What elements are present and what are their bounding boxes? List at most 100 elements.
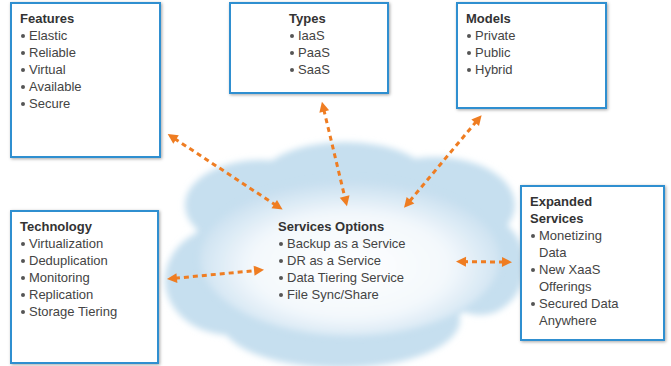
- bullet-dot: [290, 34, 294, 38]
- bullet-item: PaaS: [289, 44, 379, 61]
- bullet-text: File Sync/Share: [287, 286, 442, 303]
- bullet-item: Replication: [20, 286, 149, 303]
- arrow-head: [502, 257, 512, 267]
- dashed-line: [464, 260, 504, 263]
- box-heading: Types: [289, 10, 379, 27]
- bullet-text: Virtual: [29, 61, 151, 78]
- bullet-dot: [290, 68, 294, 72]
- bullet-item: Virtualization: [20, 235, 149, 252]
- bullet-text: SaaS: [298, 61, 379, 78]
- bullet-text: Storage Tiering: [29, 303, 149, 320]
- bullet-text: Data Tiering Service: [287, 269, 442, 286]
- category-box: TechnologyVirtualizationDeduplicationMon…: [10, 210, 159, 364]
- bullet-text: Elastic: [29, 27, 151, 44]
- dashed-line: [409, 121, 476, 201]
- bullet-item: Storage Tiering: [20, 303, 149, 320]
- bullet-item: Hybrid: [466, 61, 597, 78]
- bullet-text: Secure: [29, 95, 151, 112]
- box-heading: Technology: [20, 218, 149, 235]
- bullet-dot: [279, 242, 283, 246]
- bullet-dot: [21, 259, 25, 263]
- bullet-text: Deduplication: [29, 252, 149, 269]
- arrow-head: [471, 115, 481, 126]
- bullet-text: Available: [29, 78, 151, 95]
- bullet-dot: [21, 34, 25, 38]
- arrow-head: [340, 195, 350, 206]
- bullet-item: Monetizing Data: [530, 227, 655, 261]
- bullet-dot: [531, 268, 535, 272]
- dashed-connector: [167, 266, 264, 283]
- bullet-item: New XaaS Offerings: [530, 261, 655, 295]
- bullet-item: Backup as a Service: [278, 235, 442, 252]
- bullet-dot: [467, 34, 471, 38]
- bullet-dot: [279, 276, 283, 280]
- bullet-text: Replication: [29, 286, 149, 303]
- bullet-text: Public: [475, 44, 597, 61]
- dashed-connector: [168, 134, 283, 210]
- bullet-dot: [21, 85, 25, 89]
- bullet-text: DR as a Service: [287, 252, 442, 269]
- dashed-connector: [319, 102, 349, 206]
- arrow-head: [271, 200, 282, 210]
- bullet-text: Monetizing Data: [539, 227, 631, 261]
- dashed-line: [174, 138, 276, 205]
- box-heading: Models: [466, 10, 597, 27]
- dashed-line: [324, 110, 345, 199]
- category-box: FeaturesElasticReliableVirtualAvailableS…: [10, 2, 161, 158]
- box-heading: Expanded Services: [530, 193, 622, 227]
- box-heading: Services Options: [278, 218, 442, 235]
- bullet-dot: [21, 51, 25, 55]
- bullet-item: Secured Data Anywhere: [530, 295, 655, 329]
- bullet-dot: [467, 68, 471, 72]
- bullet-text: Monitoring: [29, 269, 149, 286]
- dashed-connector: [456, 257, 512, 267]
- arrow-head: [319, 102, 329, 113]
- bullet-dot: [279, 293, 283, 297]
- bullet-text: IaaS: [298, 27, 379, 44]
- bullet-text: Hybrid: [475, 61, 597, 78]
- bullet-dot: [21, 242, 25, 246]
- arrow-head: [404, 197, 414, 208]
- bullet-item: Data Tiering Service: [278, 269, 442, 286]
- bullet-dot: [279, 259, 283, 263]
- bullet-item: Public: [466, 44, 597, 61]
- bullet-item: Deduplication: [20, 252, 149, 269]
- bullet-dot: [531, 302, 535, 306]
- category-box: Expanded ServicesMonetizing DataNew XaaS…: [520, 185, 665, 341]
- bullet-item: Secure: [20, 95, 151, 112]
- box-heading: Features: [20, 10, 151, 27]
- arrow-head: [254, 266, 264, 276]
- bullet-dot: [21, 310, 25, 314]
- bullet-item: Reliable: [20, 44, 151, 61]
- bullet-text: Backup as a Service: [287, 235, 442, 252]
- arrow-head: [167, 273, 177, 283]
- bullet-item: File Sync/Share: [278, 286, 442, 303]
- bullet-text: PaaS: [298, 44, 379, 61]
- bullet-dot: [467, 51, 471, 55]
- bullet-item: Available: [20, 78, 151, 95]
- bullet-item: Elastic: [20, 27, 151, 44]
- cloud-node: Services OptionsBackup as a ServiceDR as…: [272, 214, 448, 307]
- bullet-dot: [21, 102, 25, 106]
- bullet-item: Virtual: [20, 61, 151, 78]
- dashed-line: [175, 270, 256, 278]
- bullet-dot: [21, 68, 25, 72]
- bullet-text: Virtualization: [29, 235, 149, 252]
- bullet-dot: [531, 234, 535, 238]
- bullet-text: New XaaS Offerings: [539, 261, 631, 295]
- bullet-text: Reliable: [29, 44, 151, 61]
- bullet-dot: [21, 276, 25, 280]
- bullet-item: Private: [466, 27, 597, 44]
- category-box: TypesIaaSPaaSSaaS: [229, 2, 389, 94]
- arrow-head: [168, 134, 179, 144]
- bullet-item: DR as a Service: [278, 252, 442, 269]
- category-box: ModelsPrivatePublicHybrid: [456, 2, 607, 109]
- arrow-head: [456, 257, 466, 267]
- bullet-item: IaaS: [289, 27, 379, 44]
- bullet-dot: [290, 51, 294, 55]
- bullet-item: SaaS: [289, 61, 379, 78]
- bullet-dot: [21, 293, 25, 297]
- dashed-connector: [404, 115, 482, 208]
- bullet-item: Monitoring: [20, 269, 149, 286]
